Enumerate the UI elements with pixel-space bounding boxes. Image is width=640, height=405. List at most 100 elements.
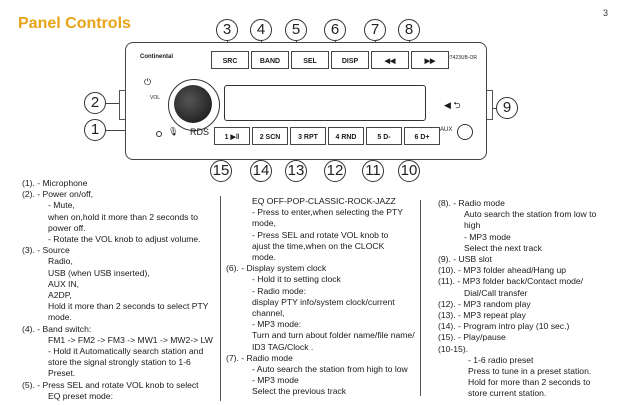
- text-line: - Auto search the station from high to l…: [252, 364, 408, 375]
- power-icon[interactable]: ⏻: [144, 77, 152, 87]
- text-line: FM1 -> FM2 -> FM3 -> MW1 -> MW2-> LW: [48, 334, 213, 345]
- callout-10: 10: [398, 160, 420, 182]
- usb-slot-icon[interactable]: ◀ ⮌: [444, 100, 461, 110]
- text-line: EQ OFF-POP-CLASSIC-ROCK-JAZZ: [252, 196, 396, 206]
- text-line: Hold for more than 2 seconds to: [468, 377, 591, 388]
- band-button[interactable]: BAND: [251, 51, 289, 69]
- text-line: - Hold it Automatically search station a…: [48, 346, 204, 357]
- text-line: (9). - USB slot: [438, 254, 492, 265]
- text-line: (15). - Play/pause: [438, 332, 506, 343]
- top-key-row: SRC BAND SEL DISP ◀◀ ▶▶: [211, 51, 451, 69]
- text-line: AUX IN,: [48, 278, 80, 289]
- callout-7: 7: [364, 19, 386, 41]
- callout-11: 11: [362, 160, 384, 182]
- text-line: - Hold it to setting clock: [252, 274, 341, 285]
- text-line: Press to tune in a preset station.: [468, 366, 592, 377]
- column-left: (1). - Microphone (2). - Power on/off, -…: [22, 178, 213, 402]
- text-line: (2). - Power on/off,: [22, 189, 94, 200]
- page-number: 3: [602, 8, 608, 18]
- text-line: A2DP,: [48, 290, 72, 301]
- mic-icon: 🎙: [168, 127, 179, 136]
- text-line: (11). - MP3 folder back/Contact mode/: [438, 276, 584, 287]
- radio-unit: Continental TR7423UB-OR SRC BAND SEL DIS…: [125, 42, 487, 160]
- column-middle: EQ OFF-POP-CLASSIC-ROCK-JAZZ - Press to …: [226, 196, 415, 398]
- text-line: (14). - Program intro play (10 sec.): [438, 321, 570, 332]
- seek-forward-button[interactable]: ▶▶: [411, 51, 449, 69]
- callout-12: 12: [324, 160, 346, 182]
- preset-1-play-button[interactable]: 1 ▶‖: [214, 127, 250, 145]
- text-line: (7). - Radio mode: [226, 352, 293, 363]
- text-line: mode.: [252, 252, 276, 263]
- text-line: store the signal strongly station to 1-6: [48, 357, 191, 368]
- text-line: high: [464, 220, 481, 231]
- rds-label: RDS: [190, 127, 210, 137]
- callout-8: 8: [398, 19, 420, 41]
- text-line: (1). - Microphone: [22, 178, 88, 188]
- callout-4: 4: [250, 19, 272, 41]
- text-line: - MP3 mode:: [252, 319, 302, 330]
- text-line: (3). - Source: [22, 245, 70, 256]
- text-line: ajust the time,when on the CLOCK: [252, 240, 385, 251]
- display-screen: [224, 85, 426, 121]
- text-line: (13). - MP3 repeat play: [438, 310, 526, 321]
- text-line: - Press SEL and rotate VOL knob to: [252, 229, 389, 240]
- text-line: ID3 TAG/Clock .: [252, 341, 314, 352]
- text-line: Select the next track: [464, 242, 542, 253]
- text-line: (4). - Band switch:: [22, 323, 92, 334]
- preset-2-scan-button[interactable]: 2 SCN: [252, 127, 288, 145]
- text-line: (10). - MP3 folder ahead/Hang up: [438, 265, 567, 276]
- preset-4-random-button[interactable]: 4 RND: [328, 127, 364, 145]
- text-line: Hold it more than 2 seconds to select PT…: [48, 301, 209, 312]
- brand-logo: Continental: [140, 54, 173, 60]
- text-line: when on,hold it more than 2 seconds to: [48, 211, 199, 222]
- page-title: Panel Controls: [18, 15, 131, 32]
- divider-right: [420, 200, 421, 396]
- preset-3-repeat-button[interactable]: 3 RPT: [290, 127, 326, 145]
- text-line: Radio,: [48, 256, 73, 267]
- text-line: Dial/Call transfer: [464, 287, 528, 298]
- callout-13: 13: [285, 160, 307, 182]
- callout-5: 5: [285, 19, 307, 41]
- text-line: channel,: [252, 308, 285, 319]
- text-line: Select the previous track: [252, 386, 347, 397]
- vol-knob[interactable]: [174, 85, 212, 123]
- text-line: Auto search the station from low to: [464, 209, 597, 220]
- callout-14: 14: [250, 160, 272, 182]
- text-line: (6). - Display system clock: [226, 263, 327, 274]
- aux-jack[interactable]: [457, 124, 473, 140]
- text-line: - Press to enter,when selecting the PTY: [252, 207, 403, 218]
- callout-9: 9: [496, 97, 518, 119]
- text-line: (10-15).: [438, 343, 469, 354]
- text-line: Turn and turn about folder name/file nam…: [252, 330, 415, 341]
- text-line: store current station.: [468, 388, 547, 399]
- model-label: TR7423UB-OR: [443, 55, 477, 61]
- preset-5-dir-down-button[interactable]: 5 D-: [366, 127, 402, 145]
- text-line: EQ preset mode:: [48, 390, 113, 401]
- aux-label: AUX: [440, 127, 453, 133]
- bottom-key-row: 1 ▶‖ 2 SCN 3 RPT 4 RND 5 D- 6 D+: [214, 127, 442, 145]
- disp-button[interactable]: DISP: [331, 51, 369, 69]
- text-line: - MP3 mode: [464, 231, 511, 242]
- divider-left: [220, 196, 221, 401]
- src-button[interactable]: SRC: [211, 51, 249, 69]
- callout-6: 6: [324, 19, 346, 41]
- callout-3: 3: [216, 19, 238, 41]
- sel-button[interactable]: SEL: [291, 51, 329, 69]
- text-line: - 1-6 radio preset: [468, 354, 534, 365]
- callout-15: 15: [210, 160, 232, 182]
- text-line: mode,: [252, 218, 276, 229]
- seek-back-button[interactable]: ◀◀: [371, 51, 409, 69]
- text-line: - MP3 mode: [252, 375, 299, 386]
- text-line: - Radio mode:: [252, 285, 306, 296]
- text-line: - Rotate the VOL knob to adjust volume.: [48, 234, 201, 245]
- callout-1: 1: [84, 119, 106, 141]
- text-line: USB (when USB inserted),: [48, 267, 150, 278]
- text-line: power off.: [48, 222, 86, 233]
- preset-6-dir-up-button[interactable]: 6 D+: [404, 127, 440, 145]
- radio-ear-right: [486, 90, 493, 120]
- text-line: - Mute,: [48, 200, 75, 211]
- text-line: mode.: [48, 312, 72, 323]
- text-line: display PTY info/system clock/current: [252, 296, 395, 307]
- column-right: (8). - Radio mode Auto search the statio…: [438, 198, 596, 400]
- vol-label: VOL: [150, 95, 161, 101]
